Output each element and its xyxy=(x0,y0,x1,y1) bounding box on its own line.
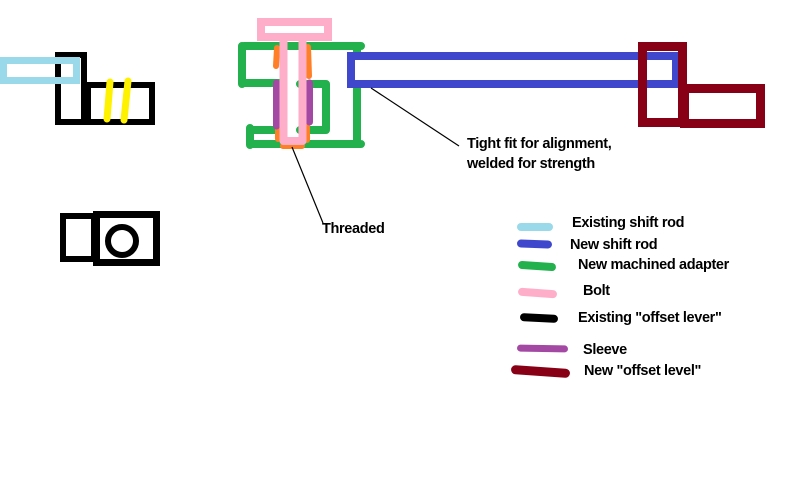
leader-line-threaded xyxy=(291,146,324,224)
legend-label-existing-offset-lever: Existing "offset lever" xyxy=(578,310,722,326)
threaded-annotation: Threaded xyxy=(322,221,385,237)
offset-lever-front-left-shape xyxy=(60,213,97,262)
legend-swatch-sleeve xyxy=(516,344,569,353)
bolt-shank-shape xyxy=(279,34,307,145)
new-offset-lever-horizontal-shape xyxy=(680,84,765,128)
legend-label-new-machined-adapter: New machined adapter xyxy=(578,257,729,273)
weld-marks xyxy=(103,77,132,124)
offset-lever-vertical-shape xyxy=(55,52,87,125)
tight-fit-line1: Tight fit for alignment, xyxy=(467,136,612,152)
legend-label-sleeve: Sleeve xyxy=(583,342,627,358)
new-shift-rod-shape xyxy=(347,52,680,88)
legend-swatch-existing-shift-rod xyxy=(517,223,553,231)
existing-shift-rod-shape xyxy=(0,57,80,84)
offset-lever-horizontal-shape xyxy=(85,82,155,125)
leader-line-tight-fit xyxy=(370,87,460,147)
legend-label-new-offset-level: New "offset level" xyxy=(584,363,702,379)
legend-swatch-new-shift-rod xyxy=(516,239,553,249)
sleeve-marks xyxy=(273,79,313,130)
legend-label-existing-shift-rod: Existing shift rod xyxy=(572,215,685,231)
thread-marks xyxy=(273,44,312,149)
legend-label-bolt: Bolt xyxy=(583,283,610,299)
tight-fit-annotation: Tight fit for alignment, welded for stren… xyxy=(467,134,612,174)
offset-lever-front-right-shape xyxy=(93,211,160,266)
bolt-head-shape xyxy=(257,18,332,41)
pivot-hole-circle xyxy=(105,224,139,258)
tight-fit-line2: welded for strength xyxy=(467,156,595,172)
legend-label-new-shift-rod: New shift rod xyxy=(570,237,658,253)
